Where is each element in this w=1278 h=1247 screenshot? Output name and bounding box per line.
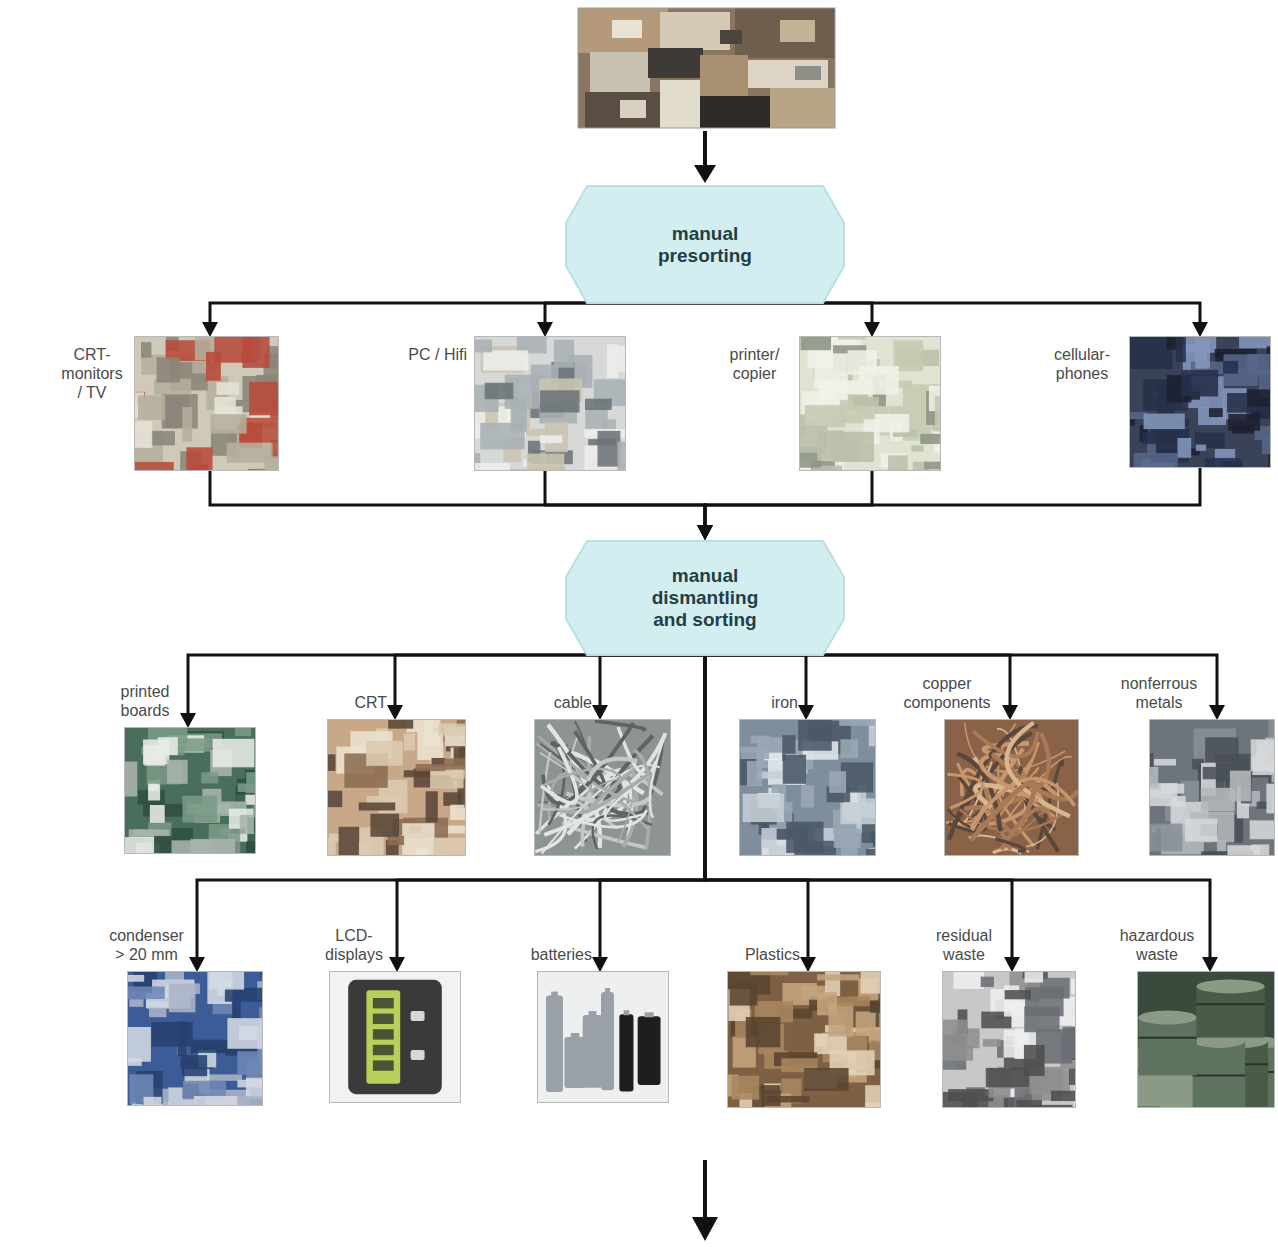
photo <box>1138 972 1274 1107</box>
category-label: hazardous waste <box>1112 926 1202 964</box>
category-photo: iron <box>740 720 875 855</box>
step-text: manual presorting <box>640 223 770 267</box>
connector-arrow <box>705 303 1208 337</box>
category-label: copper components <box>892 674 1002 712</box>
category-photo: CRT <box>328 720 465 855</box>
process-step: manual presorting <box>565 185 845 304</box>
category-photo: nonferrous metals <box>1150 720 1274 855</box>
category-photo: cellular- phones <box>1130 337 1270 467</box>
category-label: Plastics <box>745 945 800 964</box>
category-label: nonferrous metals <box>1109 674 1209 712</box>
category-label: CRT <box>354 693 387 712</box>
connector-arrow <box>705 655 1225 720</box>
photo <box>943 972 1075 1107</box>
photo <box>330 972 460 1102</box>
photo <box>135 337 278 470</box>
connector-arrow <box>592 655 705 720</box>
photo <box>740 720 875 855</box>
category-photo: condenser > 20 mm <box>128 972 262 1105</box>
category-label: printed boards <box>110 682 180 720</box>
photo <box>1130 337 1270 467</box>
photo <box>945 720 1078 855</box>
photo <box>1150 720 1274 855</box>
category-label: printer/ copier <box>717 345 792 383</box>
connector-arrow <box>705 656 1218 972</box>
connector-arrow <box>705 303 880 337</box>
connector-arrow <box>202 303 705 337</box>
category-label: iron <box>771 693 798 712</box>
category-photo: cable <box>535 720 670 855</box>
category-label: condenser > 20 mm <box>104 926 189 964</box>
step-text: manual dismantling and sorting <box>640 565 770 631</box>
e-waste-pile-photo <box>578 8 835 128</box>
category-photo: CRT- monitors / TV <box>135 337 278 470</box>
flow-arrow <box>694 131 716 183</box>
connector-arrow <box>537 303 705 337</box>
photo <box>475 337 625 470</box>
photo <box>800 337 940 470</box>
connector-arrow <box>387 655 705 720</box>
category-label: PC / Hifi <box>408 345 467 364</box>
photo <box>328 720 465 855</box>
category-photo: residual waste <box>943 972 1075 1107</box>
category-label: residual waste <box>924 926 1004 964</box>
photo <box>728 972 880 1107</box>
flow-arrow <box>692 1160 718 1241</box>
category-photo: batteries <box>538 972 668 1102</box>
connector-arrow <box>545 470 713 540</box>
category-label: cellular- phones <box>1042 345 1122 383</box>
process-step: manual dismantling and sorting <box>565 540 845 656</box>
category-label: CRT- monitors / TV <box>57 345 127 403</box>
category-photo: printed boards <box>125 728 255 853</box>
connector-arrow <box>389 656 705 972</box>
category-photo: copper components <box>945 720 1078 855</box>
category-photo: LCD- displays <box>330 972 460 1102</box>
connector-arrow <box>697 467 1200 540</box>
photo <box>535 720 670 855</box>
connector-arrow <box>705 655 814 720</box>
category-label: LCD- displays <box>319 926 389 964</box>
connector-arrow <box>180 655 705 728</box>
connector-arrow <box>705 655 1018 720</box>
category-photo: hazardous waste <box>1138 972 1274 1107</box>
category-photo: printer/ copier <box>800 337 940 470</box>
category-photo: Plastics <box>728 972 880 1107</box>
photo <box>125 728 255 853</box>
category-label: batteries <box>531 945 592 964</box>
photo <box>538 972 668 1102</box>
photo <box>128 972 262 1105</box>
category-label: cable <box>554 693 592 712</box>
category-photo: PC / Hifi <box>475 337 625 470</box>
connector-arrow <box>210 470 713 540</box>
connector-arrow <box>189 656 705 972</box>
